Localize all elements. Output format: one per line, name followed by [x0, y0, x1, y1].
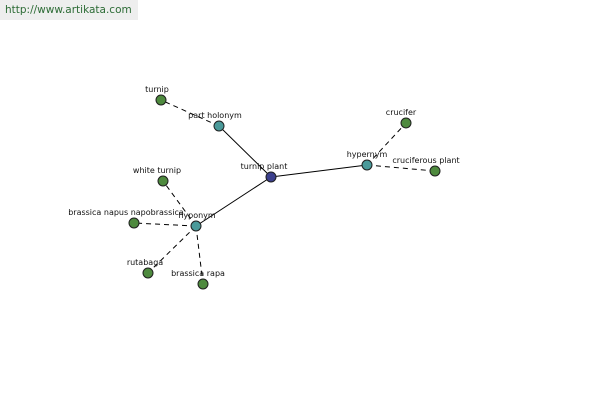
site-url-link[interactable]: http://www.artikata.com: [5, 4, 132, 16]
node-label-hypernym: hypernym: [347, 150, 388, 159]
node-label-rutabaga: rutabaga: [127, 258, 163, 267]
node-marker-relation[interactable]: [213, 120, 225, 132]
edges-layer: [133, 99, 436, 285]
edge-hypernym-to-cruciferous-plant: [366, 164, 436, 172]
node-crucifer[interactable]: crucifer: [386, 108, 417, 129]
edge-part-holonym-to-turnip: [160, 99, 220, 127]
node-marker-leaf[interactable]: [429, 165, 441, 177]
node-rutabaga[interactable]: rutabaga: [127, 258, 163, 279]
edge-hypernym-to-crucifer: [366, 122, 407, 166]
node-label-brassica-napus-napobrassica: brassica napus napobrassica: [68, 208, 184, 217]
node-cruciferous-plant[interactable]: cruciferous plant: [392, 156, 460, 177]
edge-hyponym-to-rutabaga: [147, 225, 197, 274]
node-marker-leaf[interactable]: [155, 94, 167, 106]
node-hyponym[interactable]: hyponym: [178, 211, 216, 232]
nodes-layer: turnip plant part holonym hypernym hypon…: [68, 85, 460, 290]
node-label-crucifer: crucifer: [386, 108, 417, 117]
node-marker-leaf[interactable]: [197, 278, 209, 290]
node-marker-leaf[interactable]: [157, 175, 169, 187]
node-label-turnip: turnip: [145, 85, 169, 94]
node-label-turnip-plant: turnip plant: [241, 162, 288, 171]
edge-hyponym-to-white-turnip: [162, 180, 197, 227]
node-brassica-napus-napobrassica[interactable]: brassica napus napobrassica: [68, 208, 184, 229]
node-marker-leaf[interactable]: [142, 267, 154, 279]
edge-hyponym-to-brassica-napus-napobrassica: [133, 222, 197, 227]
node-hypernym[interactable]: hypernym: [347, 150, 388, 171]
node-marker-relation[interactable]: [190, 220, 202, 232]
node-brassica-rapa[interactable]: brassica rapa: [171, 269, 225, 290]
node-marker-leaf[interactable]: [400, 117, 412, 129]
edge-turnip-plant-to-hypernym: [270, 164, 368, 178]
node-label-cruciferous-plant: cruciferous plant: [392, 156, 459, 165]
node-label-hyponym: hyponym: [178, 211, 216, 220]
node-marker-relation[interactable]: [361, 159, 373, 171]
node-turnip-plant[interactable]: turnip plant: [241, 162, 288, 183]
url-banner: http://www.artikata.com: [0, 0, 138, 20]
node-label-part-holonym: part holonym: [188, 111, 242, 120]
node-part-holonym[interactable]: part holonym: [188, 111, 242, 132]
edge-turnip-plant-to-part-holonym: [218, 125, 272, 178]
node-white-turnip[interactable]: white turnip: [133, 166, 181, 187]
edge-turnip-plant-to-hyponym: [195, 176, 272, 227]
edge-hyponym-to-brassica-rapa: [195, 225, 204, 285]
node-marker-center[interactable]: [265, 171, 277, 183]
node-marker-leaf[interactable]: [128, 217, 140, 229]
node-label-brassica-rapa: brassica rapa: [171, 269, 225, 278]
node-label-white-turnip: white turnip: [133, 166, 181, 175]
node-turnip[interactable]: turnip: [145, 85, 169, 106]
